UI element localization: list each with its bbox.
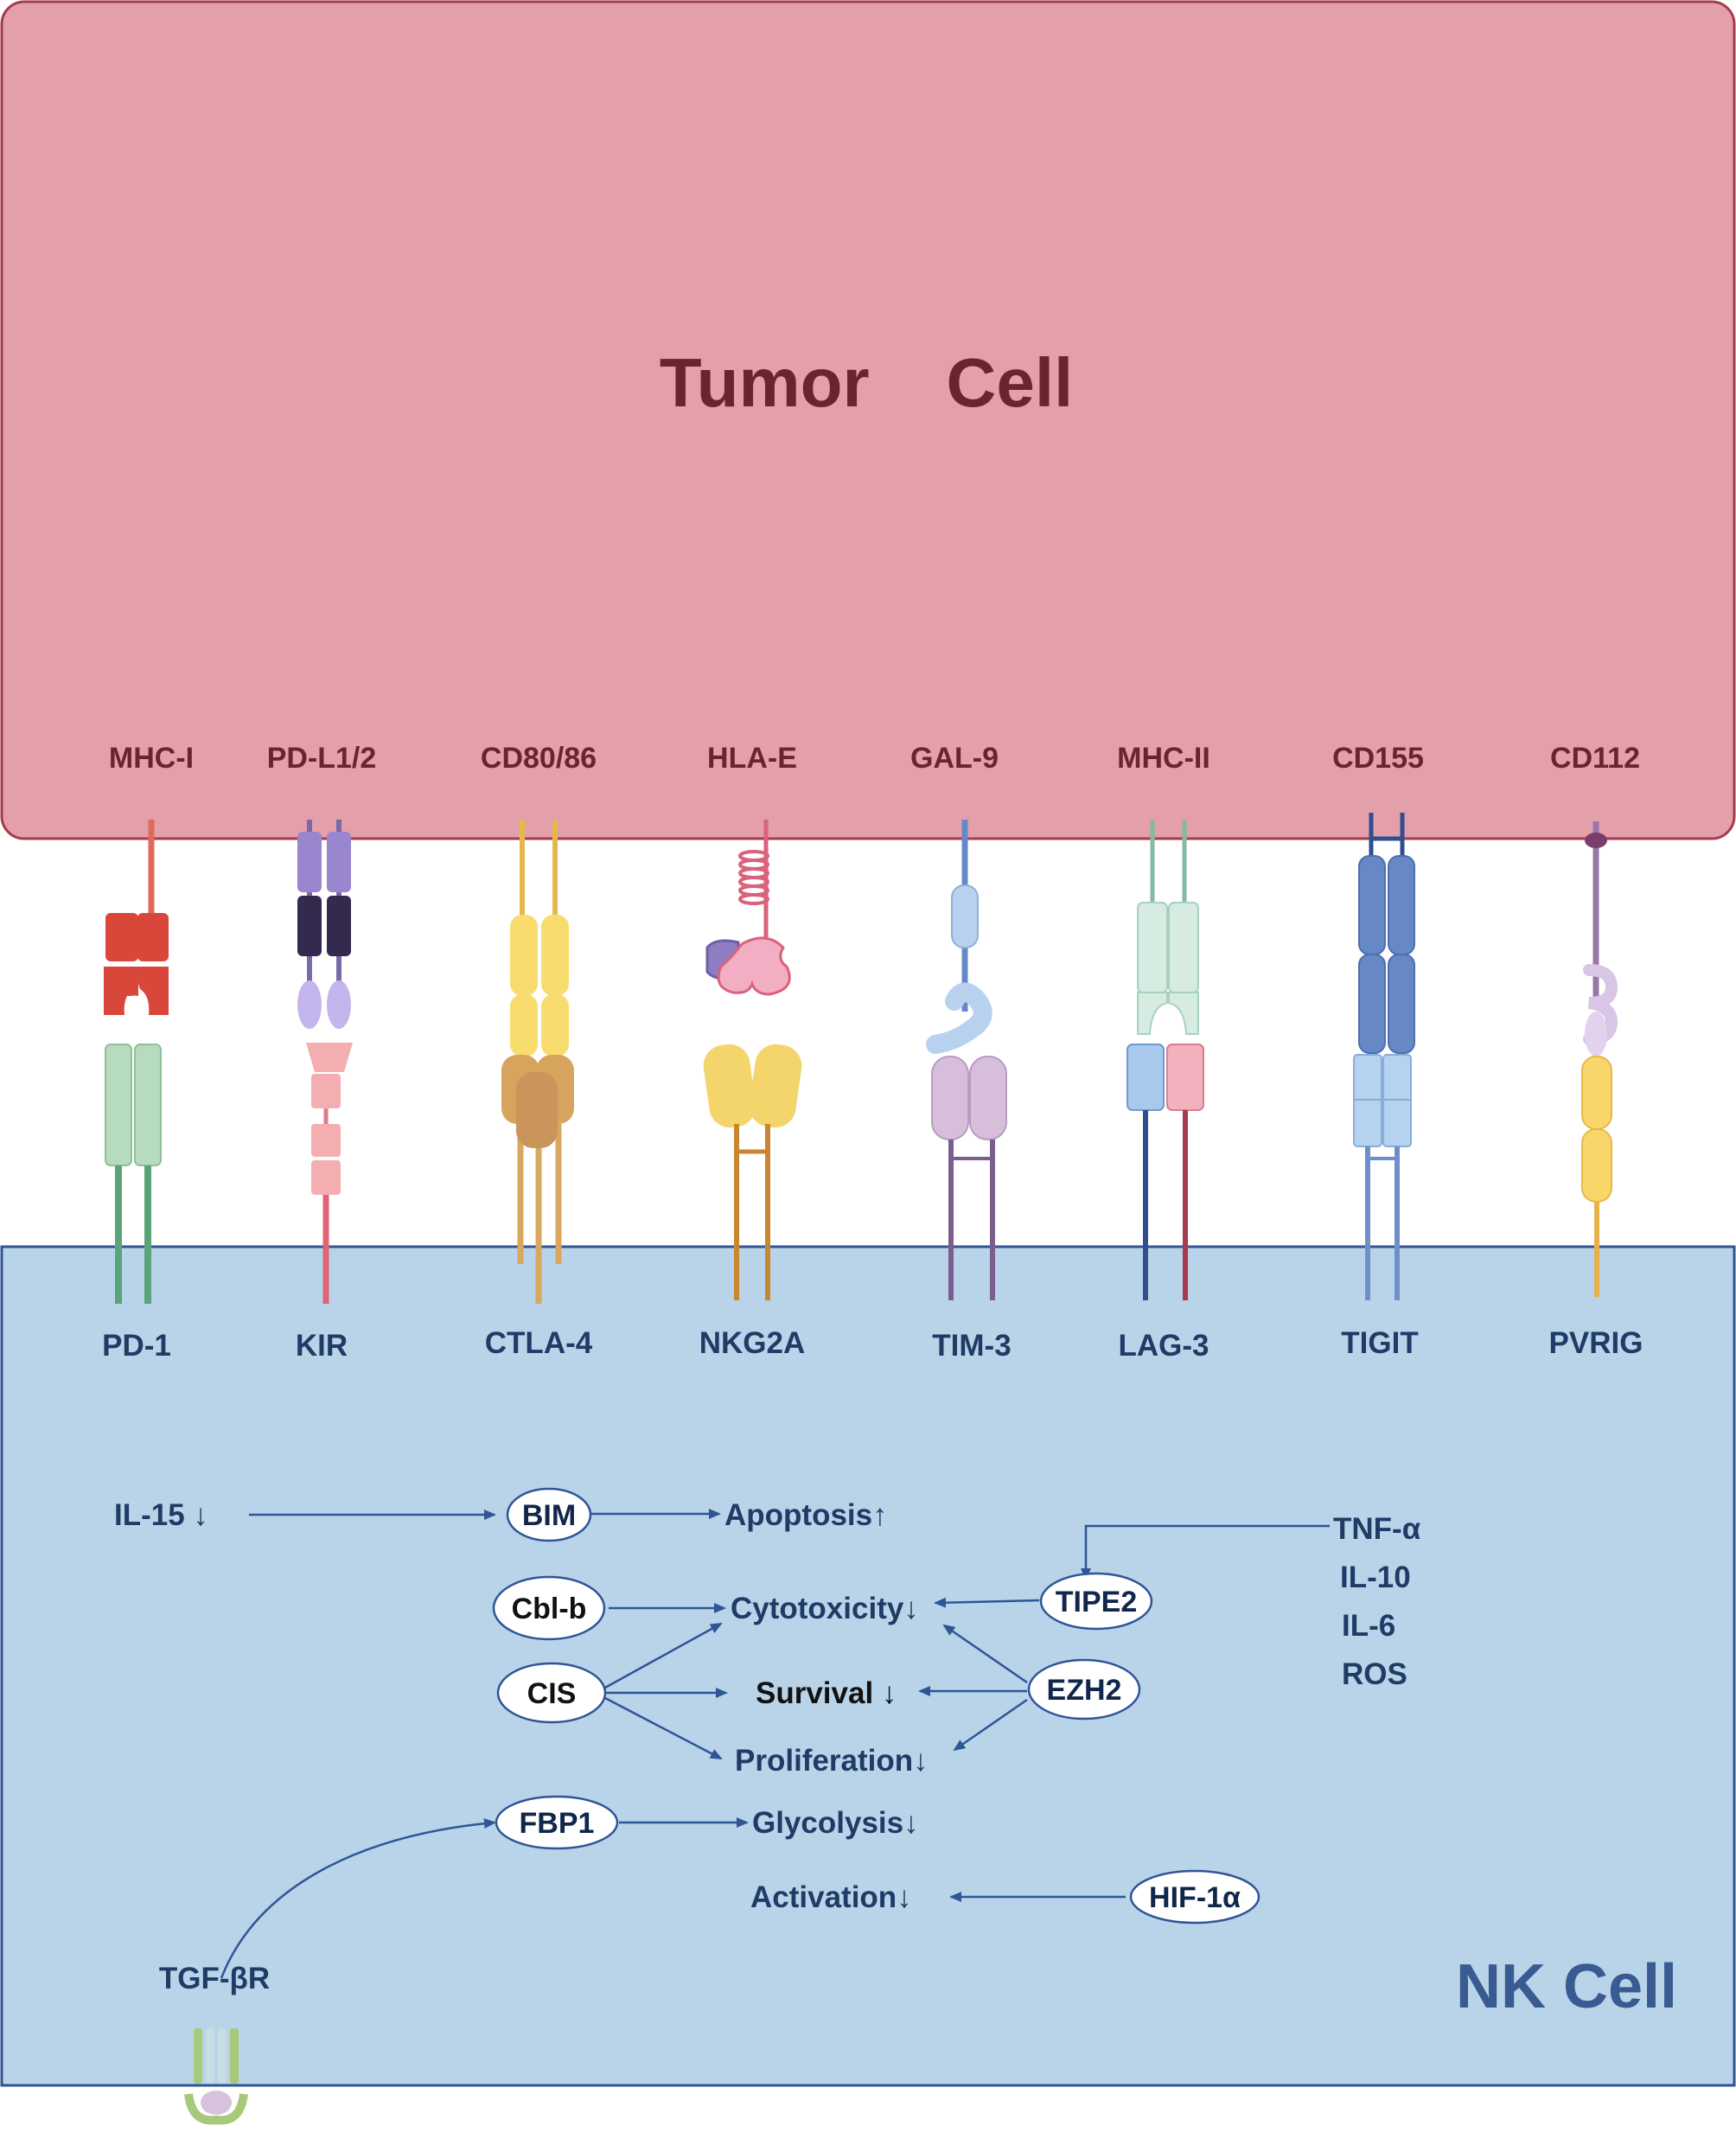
node-hif-1a — [1129, 1869, 1261, 1925]
node-cis — [496, 1662, 607, 1724]
receptor-kir: KIR — [296, 1329, 348, 1363]
label-bim: BIM — [522, 1499, 576, 1532]
label-hif-1a: HIF-1α — [1149, 1881, 1241, 1914]
ligand-cd112: CD112 — [1550, 742, 1640, 775]
label-activation: Activation↓ — [750, 1880, 912, 1914]
cd80-ctla-4-glyph — [501, 820, 574, 1304]
nk-cell — [0, 1245, 1736, 2087]
label-fbp1: FBP1 — [520, 1807, 595, 1840]
receptor-pd-1: PD-1 — [102, 1329, 171, 1363]
label-tgf-beta-r: TGF-βR — [159, 1962, 270, 1995]
label-glycolysis: Glycolysis↓ — [752, 1806, 919, 1840]
node-fbp1 — [495, 1795, 619, 1850]
ligand-cd155: CD155 — [1332, 742, 1424, 775]
ligand-cd80-86: CD80/86 — [481, 742, 597, 775]
label-cis: CIS — [527, 1677, 577, 1710]
ligand-mhc-ii: MHC-II — [1117, 742, 1210, 775]
label-tipe2: TIPE2 — [1056, 1586, 1137, 1618]
node-ezh2 — [1027, 1658, 1141, 1720]
node-cbl-b — [492, 1575, 606, 1641]
cd155-tigit-glyph — [1353, 813, 1415, 1300]
ligand-pd-l1-2: PD-L1/2 — [267, 742, 377, 775]
receptor-pvrig: PVRIG — [1549, 1326, 1643, 1360]
label-ros: ROS — [1342, 1657, 1407, 1691]
ligand-hla-e: HLA-E — [707, 742, 797, 775]
receptor-lag-3: LAG-3 — [1119, 1329, 1209, 1363]
node-tipe2 — [1039, 1572, 1153, 1631]
receptor-tigit: TIGIT — [1341, 1326, 1418, 1360]
pathway-arrows — [220, 1509, 1330, 1979]
tumor-cell-label: Tumor Cell — [660, 344, 1074, 421]
node-bim — [506, 1487, 592, 1542]
label-cytotoxicity: Cytotoxicity↓ — [731, 1592, 919, 1625]
label-apoptosis: Apoptosis↑ — [724, 1498, 888, 1532]
tgf-beta-receptor-glyph — [184, 2028, 248, 2125]
pd-l1-kir-glyph — [297, 820, 353, 1304]
label-cbl-b: Cbl-b — [512, 1593, 587, 1625]
hla-e-nkg2a-glyph — [703, 820, 802, 1300]
label-survival: Survival ↓ — [756, 1676, 897, 1710]
label-proliferation: Proliferation↓ — [735, 1744, 929, 1778]
receptor-ctla-4: CTLA-4 — [485, 1326, 593, 1360]
label-tnf-a: TNF-α — [1333, 1512, 1421, 1546]
mhc-i-pd-1-glyph — [104, 820, 169, 1304]
receptor-nkg2a: NKG2A — [699, 1326, 806, 1360]
label-il-6: IL-6 — [1342, 1609, 1395, 1643]
tumor-cell — [0, 0, 1736, 840]
label-ezh2: EZH2 — [1047, 1674, 1122, 1707]
pathway-nodes — [492, 1487, 1261, 1925]
ligand-gal-9: GAL-9 — [910, 742, 999, 775]
cd112-pvrig-glyph — [1581, 821, 1618, 1297]
label-il-15: IL-15 ↓ — [114, 1498, 208, 1532]
nk-cell-label: NK Cell — [1456, 1952, 1677, 2021]
mhc-ii-lag-3-glyph — [1126, 820, 1204, 1300]
label-il-10: IL-10 — [1340, 1561, 1411, 1594]
ligand-mhc-i: MHC-I — [109, 742, 194, 775]
gal-9-tim-3-glyph — [926, 820, 1007, 1300]
receptor-tim-3: TIM-3 — [932, 1329, 1011, 1363]
